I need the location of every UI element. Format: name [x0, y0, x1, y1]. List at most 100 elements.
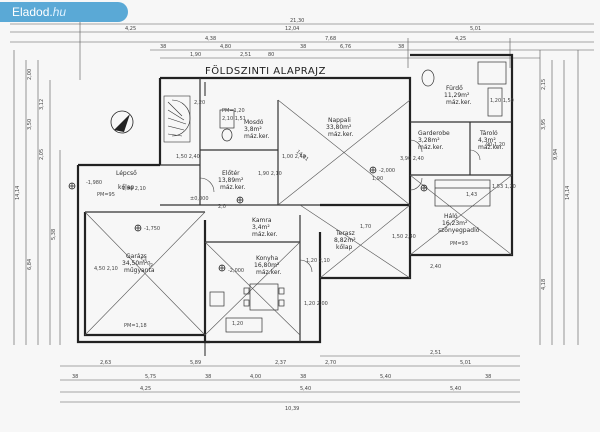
- stair-symbol: [163, 95, 191, 143]
- dim-top-b: 12,04: [285, 26, 299, 32]
- room-area: 3,28m²: [418, 137, 440, 144]
- room-name: Mosdó: [244, 119, 264, 126]
- level-text: -2,000: [228, 268, 244, 274]
- bottom-dimensions: [60, 355, 520, 403]
- room-name: Garderobe: [418, 130, 450, 137]
- dim-left-1: 2,00: [27, 69, 33, 80]
- dim-right-total: 14,14: [565, 186, 571, 200]
- room-label-garazs: Garázs 34,50m² műgyanta: [122, 253, 155, 274]
- level-marker-garage: -1,750: [134, 224, 160, 232]
- room-name: Tároló: [479, 130, 498, 137]
- dim-top-j: 6,76: [340, 44, 351, 50]
- brand-name: Eladod: [12, 5, 50, 19]
- dim-bot-f: 5,01: [460, 360, 471, 366]
- room-area: 3,4m²: [252, 224, 270, 231]
- pm-label-entry: PM=95: [97, 192, 115, 198]
- room-label-nappali: Nappali 33,80m² máz.ker.: [326, 117, 353, 138]
- room-area: 11,29m²: [444, 92, 470, 99]
- room-area: 8,82m²: [334, 237, 356, 244]
- room-name: Nappali: [328, 117, 351, 124]
- level-marker-entry: -1,980: [68, 180, 102, 190]
- room-name: Terasz: [335, 230, 355, 237]
- room-floor: műgyanta: [124, 267, 155, 274]
- dim-bot-h: 5,75: [145, 374, 156, 380]
- door-swings: [199, 139, 481, 273]
- dim-right-1: 2,15: [541, 79, 547, 90]
- dim-bot-c: 5,89: [190, 360, 201, 366]
- dim-left-total: 14,14: [15, 186, 21, 200]
- dim-left-3: 3,12: [39, 99, 45, 110]
- room-name: Lépcső: [116, 170, 137, 177]
- dim-left-2: 3,50: [27, 119, 33, 130]
- room-area: 34,50m²: [122, 260, 148, 267]
- dim-top-g: 38: [160, 44, 166, 50]
- window-dim: 1,90 2,10: [258, 171, 282, 177]
- dim-top-i: 38: [300, 44, 306, 50]
- window-dim: 2,10 1,51: [222, 116, 246, 122]
- left-dimensions: [13, 50, 61, 345]
- room-area: 4,3m²: [478, 137, 496, 144]
- room-label-tarolo: Tároló 4,3m² máz.ker.: [478, 130, 503, 151]
- room-name: Garázs: [126, 253, 147, 260]
- dim-left-6: 6,84: [27, 259, 33, 270]
- room-name: Előtér: [222, 170, 240, 177]
- dim-bot-m: 38: [485, 374, 491, 380]
- room-name: Konyha: [256, 255, 278, 262]
- kitchen-fixtures: [209, 283, 285, 333]
- level-marker-kitchen: -2,000: [218, 264, 244, 274]
- dim-top-h: 4,80: [220, 44, 231, 50]
- misc-dim: 1,70: [360, 224, 371, 230]
- window-dim: 3,90 2,40: [400, 156, 424, 162]
- room-floor: máz.ker.: [256, 269, 281, 276]
- room-label-kamra: Kamra 3,4m² máz.ker.: [252, 217, 277, 238]
- room-name: Fürdő: [446, 85, 463, 92]
- dim-top-f: 4,25: [455, 36, 466, 42]
- window-dim: 2,40: [430, 264, 441, 270]
- misc-dim: 1,90: [372, 176, 383, 182]
- top-dimensions: [10, 20, 594, 80]
- dim-top-n: 80: [268, 52, 274, 58]
- pm-label-wc: PM=1,20: [222, 108, 245, 114]
- room-name: Háló: [444, 213, 458, 220]
- room-floor: máz.ker.: [328, 131, 353, 138]
- room-floor: máz.ker.: [446, 99, 471, 106]
- brand-logo[interactable]: Eladod.hu: [0, 2, 128, 22]
- room-label-terasz: Terasz 8,82m² kőlap: [334, 230, 356, 251]
- room-floor: kőlap: [118, 184, 134, 191]
- misc-dim: 2,0: [218, 204, 226, 210]
- level-marker-bedroom: [420, 184, 428, 192]
- misc-dim: 2,20: [194, 100, 205, 106]
- pm-label-bedroom: PM=93: [450, 241, 468, 247]
- window-dim: 1,53 1,20: [492, 184, 516, 190]
- diagonal-lines: [84, 99, 513, 336]
- room-label-eloter: Előtér 13,89m² máz.ker.: [218, 170, 245, 191]
- dim-bot-l: 5,40: [380, 374, 391, 380]
- pm-label-garage: PM=1,18: [124, 323, 147, 329]
- room-area: 16,23m²: [442, 220, 468, 227]
- window-dim: 1,50 2,40: [392, 234, 416, 240]
- brand-tld: hu: [52, 5, 67, 19]
- room-area: 13,89m²: [218, 177, 244, 184]
- window-dim: 1,50 2,10: [122, 186, 146, 192]
- level-marker-hall: ±0,000: [190, 196, 244, 204]
- dim-left-5: 5,38: [51, 229, 57, 240]
- room-floor: szőnyegpadló: [438, 227, 480, 234]
- level-text: -1,980: [86, 180, 102, 186]
- dim-bot-p: 5,40: [450, 386, 461, 392]
- dim-bot-i: 38: [205, 374, 211, 380]
- dim-right-4: 4,18: [541, 279, 547, 290]
- misc-dim: 1,20: [232, 321, 243, 327]
- level-text: -1,750: [144, 226, 160, 232]
- room-area: 33,80m²: [326, 124, 352, 131]
- room-label-halo: Háló 16,23m² szőnyegpadló: [438, 213, 480, 234]
- room-floor: máz.ker.: [220, 184, 245, 191]
- window-dim: 4,50 2,10: [94, 266, 118, 272]
- bed-symbol: [434, 179, 491, 207]
- dim-bot-b: 2,63: [100, 360, 111, 366]
- window-dim: 1,20 1,50: [490, 98, 514, 104]
- room-name: Kamra: [252, 217, 272, 224]
- dim-top-k: 38: [398, 44, 404, 50]
- dim-top-l: 1,90: [190, 52, 201, 58]
